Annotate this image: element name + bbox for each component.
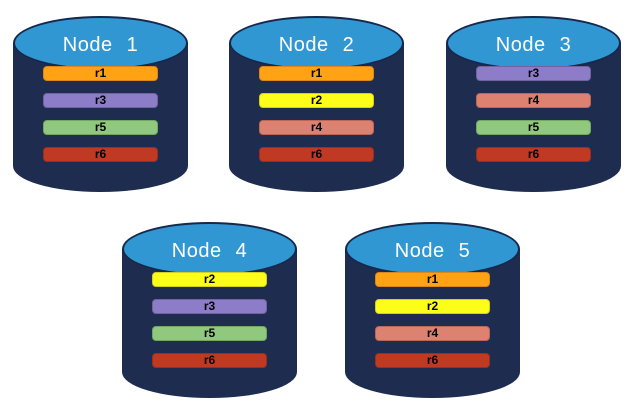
replica-bar: r3 (43, 93, 158, 108)
replica-bar: r3 (152, 299, 267, 314)
node-2: Node 2 r1 r2 r4 r6 (229, 16, 404, 192)
replica-bar: r5 (43, 120, 158, 135)
cylinder-top-ellipse: Node 1 (13, 16, 188, 70)
node-title: Node 4 (171, 240, 248, 262)
replica-list: r3 r4 r5 r6 (476, 66, 591, 162)
replica-list: r1 r2 r4 r6 (259, 66, 374, 162)
cylinder-top-ellipse: Node 2 (229, 16, 404, 70)
node-4: Node 4 r2 r3 r5 r6 (122, 222, 297, 398)
replica-bar: r1 (43, 66, 158, 81)
replica-bar: r1 (259, 66, 374, 81)
node-title: Node 3 (495, 34, 572, 56)
replica-bar: r1 (375, 272, 490, 287)
replica-list: r2 r3 r5 r6 (152, 272, 267, 368)
node-title: Node 2 (278, 34, 355, 56)
replica-bar: r6 (476, 147, 591, 162)
node-3: Node 3 r3 r4 r5 r6 (446, 16, 621, 192)
node-cylinder: Node 2 r1 r2 r4 r6 (229, 16, 404, 192)
replica-bar: r2 (375, 299, 490, 314)
replica-list: r1 r3 r5 r6 (43, 66, 158, 162)
node-1: Node 1 r1 r3 r5 r6 (13, 16, 188, 192)
cylinder-top-ellipse: Node 3 (446, 16, 621, 70)
replica-bar: r5 (476, 120, 591, 135)
node-cylinder: Node 1 r1 r3 r5 r6 (13, 16, 188, 192)
node-cylinder: Node 3 r3 r4 r5 r6 (446, 16, 621, 192)
replica-bar: r6 (43, 147, 158, 162)
cylinder-top-ellipse: Node 5 (345, 222, 520, 276)
node-cylinder: Node 4 r2 r3 r5 r6 (122, 222, 297, 398)
replica-bar: r6 (152, 353, 267, 368)
node-title: Node 1 (62, 34, 139, 56)
cylinder-top-ellipse: Node 4 (122, 222, 297, 276)
replica-bar: r4 (375, 326, 490, 341)
replica-bar: r2 (152, 272, 267, 287)
replica-bar: r5 (152, 326, 267, 341)
replica-bar: r2 (259, 93, 374, 108)
replica-bar: r6 (259, 147, 374, 162)
node-5: Node 5 r1 r2 r4 r6 (345, 222, 520, 398)
node-title: Node 5 (394, 240, 471, 262)
replica-bar: r4 (259, 120, 374, 135)
replica-bar: r6 (375, 353, 490, 368)
replica-bar: r3 (476, 66, 591, 81)
replica-list: r1 r2 r4 r6 (375, 272, 490, 368)
node-cylinder: Node 5 r1 r2 r4 r6 (345, 222, 520, 398)
replica-bar: r4 (476, 93, 591, 108)
